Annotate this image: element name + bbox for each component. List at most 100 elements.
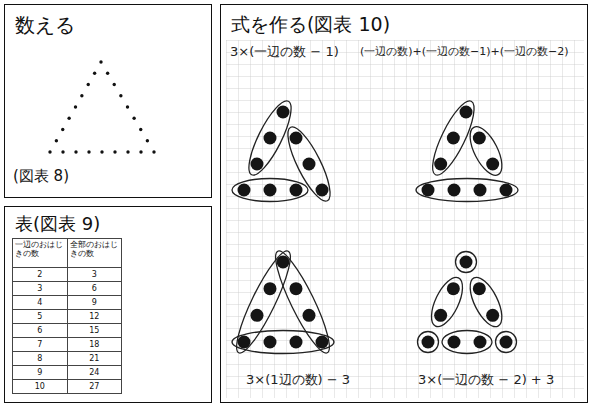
- marble-dot: [74, 150, 77, 153]
- group-loop: [442, 331, 492, 354]
- table-cell: 15: [67, 324, 122, 338]
- marble-dot: [264, 132, 277, 145]
- formula-label: 3×(1辺の数) − 3: [246, 372, 350, 388]
- figure-panel: 数える (図表 8): [4, 4, 212, 198]
- marble-dot: [264, 282, 277, 295]
- marble-dot: [113, 150, 116, 153]
- table-cell: 9: [67, 296, 122, 310]
- marble-dot: [67, 117, 70, 120]
- marble-dot: [99, 60, 102, 63]
- marble-dot: [146, 139, 149, 142]
- marble-dot: [290, 132, 303, 145]
- marble-dot: [422, 336, 435, 349]
- formula-label: (一辺の数)+(一辺の数−1)+(一辺の数−2): [360, 45, 569, 58]
- panel-title: 数える: [15, 13, 75, 37]
- marble-dot: [132, 117, 135, 120]
- marble-dot: [74, 105, 77, 108]
- marble-dot: [126, 150, 129, 153]
- marble-dot: [303, 158, 316, 171]
- marble-dot: [55, 139, 58, 142]
- group-loop: [418, 332, 439, 353]
- table-cell: 5: [13, 310, 68, 324]
- table-cell: 24: [67, 366, 122, 380]
- marble-dot: [251, 309, 264, 322]
- table-cell: 10: [13, 380, 68, 394]
- table-cell: 7: [13, 338, 68, 352]
- marble-dot: [473, 282, 486, 295]
- group-loop: [267, 246, 337, 358]
- marble-dot: [139, 150, 142, 153]
- panel-title: 式を作る(図表 10): [231, 13, 390, 36]
- figure-caption: (図表 8): [13, 167, 69, 185]
- group-loop: [496, 332, 517, 353]
- marble-dot: [473, 132, 486, 145]
- group-loop: [464, 273, 509, 331]
- marble-dot: [93, 72, 96, 75]
- group-loop: [228, 246, 298, 358]
- marble-dot: [264, 336, 277, 349]
- formula-label: 3×(一辺の数 − 1): [230, 44, 339, 60]
- table-cell: 21: [67, 352, 122, 366]
- group-loop: [456, 252, 477, 273]
- table-header: 全部のおはじきの数: [67, 239, 122, 268]
- marble-dot: [106, 72, 109, 75]
- marble-dot: [251, 158, 264, 171]
- panel-title: 表(図表 9): [15, 213, 100, 235]
- table-cell: 3: [13, 282, 68, 296]
- marble-dot: [290, 184, 303, 197]
- marble-dot: [500, 184, 513, 197]
- data-table: 一辺のおはじきの数全部のおはじきの数2336495126157188219241…: [12, 238, 122, 394]
- marble-dot: [152, 150, 155, 153]
- marble-dot: [100, 150, 103, 153]
- table-cell: 27: [67, 380, 122, 394]
- marble-dot: [316, 184, 329, 197]
- group-loop: [232, 331, 334, 354]
- marble-dot: [61, 150, 64, 153]
- marble-dot: [460, 106, 473, 119]
- grid-paper: [226, 40, 584, 398]
- formula-label: 3×(一辺の数 − 2) + 3: [418, 372, 554, 388]
- marble-dot: [277, 106, 290, 119]
- marble-dot: [500, 336, 513, 349]
- table-cell: 3: [67, 268, 122, 282]
- table-cell: 8: [13, 352, 68, 366]
- table-cell: 6: [67, 282, 122, 296]
- marble-dot: [447, 132, 460, 145]
- marble-dot: [447, 282, 460, 295]
- marble-dot: [61, 128, 64, 131]
- table-cell: 9: [13, 366, 68, 380]
- marble-dot: [448, 184, 461, 197]
- marble-dot: [422, 184, 435, 197]
- marble-dot: [448, 336, 461, 349]
- group-loop: [425, 273, 469, 331]
- group-loop: [232, 179, 308, 202]
- group-loop: [280, 122, 337, 206]
- marble-dot: [87, 150, 90, 153]
- marble-dot: [434, 158, 447, 171]
- table-cell: 2: [13, 268, 68, 282]
- marble-dot: [303, 309, 316, 322]
- group-loop: [416, 179, 518, 202]
- table-cell: 18: [67, 338, 122, 352]
- marble-dot: [113, 83, 116, 86]
- marble-dot: [139, 128, 142, 131]
- marble-dot: [119, 94, 122, 97]
- marble-dot: [434, 309, 447, 322]
- table-header: 一辺のおはじきの数: [13, 239, 68, 268]
- marble-dot: [238, 336, 251, 349]
- marble-dot: [474, 336, 487, 349]
- marble-dot: [277, 256, 290, 269]
- figure-panel: 式を作る(図表 10): [220, 4, 588, 403]
- marble-dot: [460, 256, 473, 269]
- table-cell: 12: [67, 310, 122, 324]
- marble-dot: [290, 282, 303, 295]
- marble-dot: [238, 184, 251, 197]
- marble-dot: [48, 150, 51, 153]
- marble-dot: [486, 158, 499, 171]
- table-cell: 4: [13, 296, 68, 310]
- marble-dot: [486, 309, 499, 322]
- marble-dot: [80, 94, 83, 97]
- marble-dot: [264, 184, 277, 197]
- marble-dot: [87, 83, 90, 86]
- marble-dot: [316, 336, 329, 349]
